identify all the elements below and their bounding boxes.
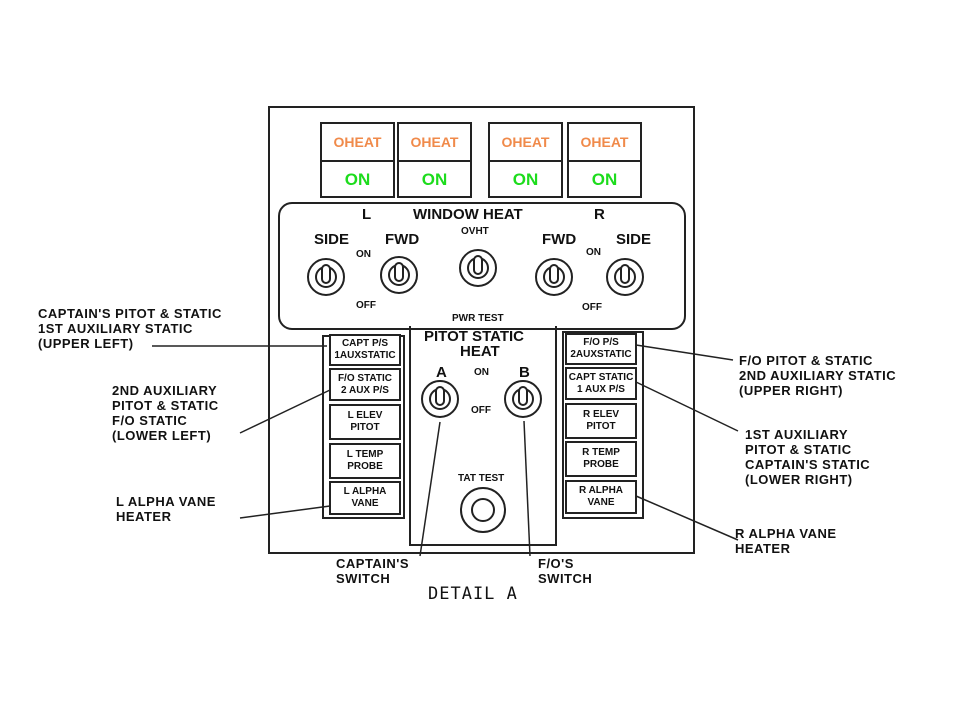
fwd-left-toggle-switch[interactable] <box>380 256 418 294</box>
pitot-static-title-line2: HEAT <box>460 343 500 360</box>
light-line2: VANE <box>351 498 379 509</box>
tat-test-label: TAT TEST <box>458 473 505 484</box>
light-line1: L ALPHA <box>343 486 387 497</box>
off-left-label: OFF <box>356 300 376 311</box>
fwd-left-label: FWD <box>385 231 420 248</box>
note-r-alpha-vane-heater: R ALPHA VANE HEATER <box>735 526 837 556</box>
light-line2: VANE <box>587 497 615 508</box>
switch-b-label: B <box>519 364 530 381</box>
light-line2: 1AUXSTATIC <box>334 350 396 361</box>
light-line1: R TEMP <box>582 447 620 458</box>
fwd-right-label: FWD <box>542 231 577 248</box>
note-captain-switch: CAPTAIN'S SWITCH <box>336 556 410 586</box>
window-heat-left-label: L <box>362 206 372 223</box>
pitot-off-label: OFF <box>471 405 491 416</box>
note-fo-pitot-upper-right: F/O PITOT & STATIC 2ND AUXILIARY STATIC … <box>739 353 897 398</box>
pitot-static-title-line1: PITOT STATIC <box>424 328 524 345</box>
oheat-indicator: OHEAT <box>399 124 470 162</box>
light-line2: PITOT <box>586 421 616 432</box>
light-line1: L TEMP <box>346 449 384 460</box>
light-line2: 2AUXSTATIC <box>570 349 632 360</box>
pwr-test-switch[interactable] <box>459 249 497 287</box>
on-indicator: ON <box>344 170 371 189</box>
pitot-static-switch-b[interactable] <box>504 380 542 418</box>
light-line1: R ELEV <box>582 409 620 420</box>
ovht-label: OVHT <box>461 226 489 237</box>
fwd-right-toggle-switch[interactable] <box>535 258 573 296</box>
heat-control-panel <box>268 106 695 554</box>
light-line1: F/O STATIC <box>337 372 393 384</box>
on-indicator: ON <box>591 170 618 189</box>
oheat-indicator: OHEAT <box>322 124 393 162</box>
light-line1: L ELEV <box>347 410 383 421</box>
window-heat-section <box>278 202 686 330</box>
light-line1: CAPT STATIC <box>568 371 634 383</box>
pitot-static-switch-a[interactable] <box>421 380 459 418</box>
on-indicator: ON <box>421 170 448 189</box>
window-heat-light-l-side: OHEAT ON <box>320 122 395 198</box>
note-1st-aux-lower-right: 1ST AUXILIARY PITOT & STATIC CAPTAIN'S S… <box>745 427 871 487</box>
oheat-indicator: OHEAT <box>490 124 561 162</box>
tat-test-button-inner <box>471 498 495 522</box>
off-right-label: OFF <box>582 302 602 313</box>
side-right-toggle-switch[interactable] <box>606 258 644 296</box>
pwr-test-label: PWR TEST <box>452 313 504 324</box>
on-indicator: ON <box>512 170 539 189</box>
light-line2: PROBE <box>347 461 383 472</box>
window-heat-right-label: R <box>594 206 605 223</box>
note-l-alpha-vane-heater: L ALPHA VANE HEATER <box>116 494 216 524</box>
window-heat-light-r-fwd: OHEAT ON <box>488 122 563 198</box>
light-line1: F/O P/S <box>583 337 619 348</box>
tat-test-button[interactable] <box>460 487 506 533</box>
window-heat-title: WINDOW HEAT <box>413 206 523 223</box>
pitot-on-label: ON <box>474 367 489 378</box>
side-right-label: SIDE <box>616 231 652 248</box>
note-2nd-aux-lower-left: 2ND AUXILIARY PITOT & STATIC F/O STATIC … <box>112 383 219 443</box>
light-line2: 1 AUX P/S <box>577 383 625 395</box>
light-line2: 2 AUX P/S <box>341 384 389 396</box>
window-heat-light-r-side: OHEAT ON <box>567 122 642 198</box>
on-right-label: ON <box>586 247 601 258</box>
note-capt-pitot-upper-left: CAPTAIN'S PITOT & STATIC 1ST AUXILIARY S… <box>38 306 222 351</box>
window-heat-light-l-fwd: OHEAT ON <box>397 122 472 198</box>
note-fo-switch: F/O'S SWITCH <box>538 556 593 586</box>
on-left-label: ON <box>356 249 371 260</box>
light-line1: CAPT P/S <box>341 338 389 349</box>
detail-caption: DETAIL A <box>428 584 518 604</box>
switch-a-label: A <box>436 364 447 381</box>
oheat-indicator: OHEAT <box>569 124 640 162</box>
light-line2: PITOT <box>350 422 380 433</box>
light-line2: PROBE <box>583 459 619 470</box>
side-left-label: SIDE <box>314 231 350 248</box>
light-line1: R ALPHA <box>578 485 624 496</box>
side-left-toggle-switch[interactable] <box>307 258 345 296</box>
